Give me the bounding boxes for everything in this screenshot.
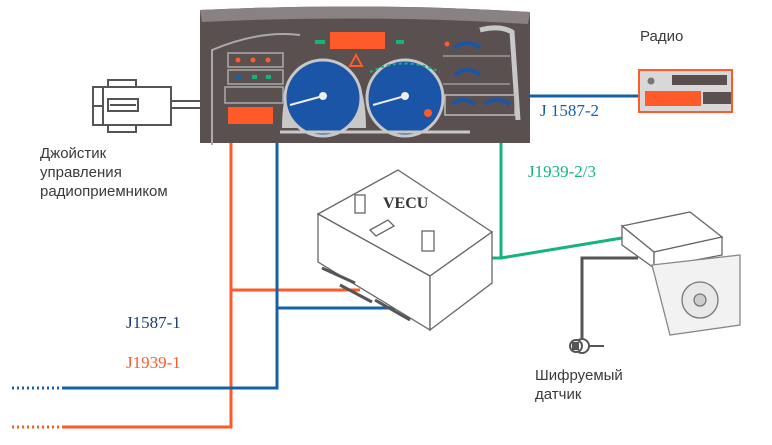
- bus-j1587-1: [12, 140, 395, 390]
- bus-j1939-2-3-label: J1939-2/3: [528, 162, 596, 181]
- gauge-air: [483, 98, 512, 106]
- gauge-temp: [453, 68, 482, 77]
- joystick-label: Джойстик управления радиоприемником: [40, 144, 168, 201]
- center-display: [330, 32, 385, 49]
- left-display: [228, 107, 273, 124]
- warning-panel-3: [224, 86, 284, 104]
- joystick-label-line-2: управления: [40, 164, 122, 181]
- bus-j1939-1: [12, 140, 360, 429]
- radio-unit: [638, 69, 733, 113]
- encrypted-sensor: [569, 338, 604, 354]
- sensor-cable: [580, 256, 638, 338]
- joystick-connector: [92, 79, 202, 133]
- bus-j1587-1-trunk: [62, 140, 279, 390]
- warning-panel-2: [227, 69, 284, 85]
- radio-display: [645, 91, 701, 106]
- bus-j1939-2-3-to-tachograph: [500, 236, 623, 260]
- sensor-label-line-1: Шифруемый: [535, 367, 623, 384]
- tachometer-needle: [372, 95, 406, 106]
- vecu-label: VECU: [383, 195, 429, 212]
- bus-j1939-1-trunk: [62, 140, 233, 429]
- instrument-cluster: [200, 6, 530, 145]
- gauge-fuel: [453, 41, 482, 50]
- bus-j1939-1-label: J1939-1: [126, 353, 181, 372]
- sensor-label: Шифруемый датчик: [535, 366, 623, 404]
- warning-panel-1: [227, 52, 284, 68]
- radio-label: Радио: [640, 28, 684, 45]
- vecu-unit: [316, 169, 494, 332]
- sensor-label-line-2: датчик: [535, 386, 582, 403]
- bus-j1587-2-label: J 1587-2: [540, 101, 600, 120]
- speedometer-needle: [289, 95, 324, 106]
- tachograph-unit: [620, 211, 741, 336]
- joystick-label-line-3: радиоприемником: [40, 183, 168, 200]
- bus-j1587-1-label: J1587-1: [126, 313, 181, 332]
- joystick-label-line-1: Джойстик: [40, 145, 107, 162]
- gauge-oil: [450, 98, 477, 106]
